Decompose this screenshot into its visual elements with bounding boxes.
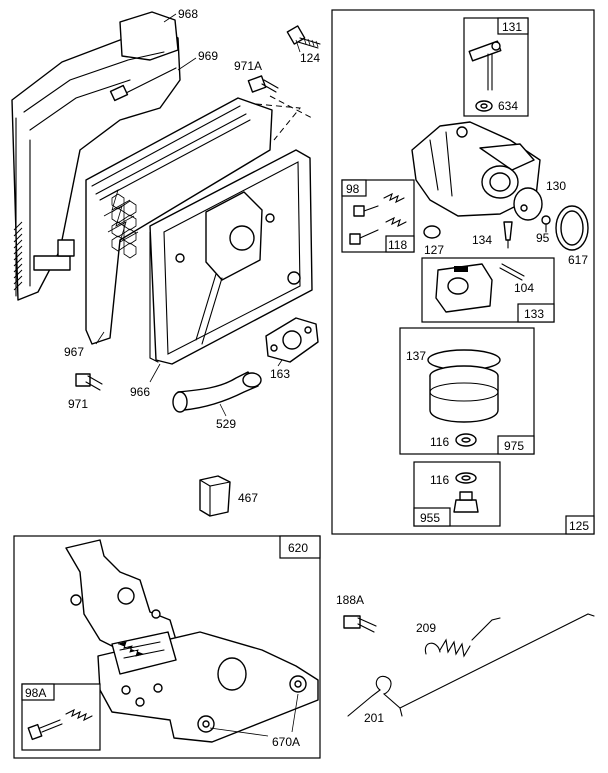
label-163: 163 (270, 367, 290, 381)
tag-box-133 (517, 303, 555, 323)
leader-670a (209, 693, 299, 737)
label-201: 201 (364, 711, 384, 725)
tag-box-98a (21, 683, 55, 701)
label-209: 209 (416, 621, 436, 635)
gasket-163-icon (265, 317, 319, 363)
label-134: 134 (472, 233, 492, 247)
screw-969-icon (109, 67, 177, 102)
label-127: 127 (424, 243, 444, 257)
label-975: 975 (504, 439, 524, 453)
label-98: 98 (346, 182, 360, 196)
bolt-188a-icon (343, 615, 377, 633)
label-116b: 116 (430, 473, 449, 487)
label-124: 124 (300, 51, 320, 65)
plate-130-icon (513, 187, 543, 221)
washer-116b-icon (455, 472, 477, 484)
washer-116a-icon (455, 433, 477, 447)
label-670a: 670A (272, 735, 300, 749)
screw-spring-98-icon (349, 192, 407, 245)
seal-634-icon (475, 100, 493, 112)
label-131: 131 (502, 20, 522, 34)
label-971a: 971A (234, 59, 262, 73)
needle-134-icon (503, 221, 513, 249)
screw-spring-98a-icon (27, 708, 93, 741)
label-971: 971 (68, 397, 88, 411)
bolt-971-icon (75, 373, 103, 391)
label-188a: 188A (336, 593, 364, 607)
tag-box-620 (279, 535, 321, 559)
tag-box-955 (413, 507, 451, 527)
leader-lines-left (95, 13, 301, 417)
oring-127-icon (423, 225, 441, 239)
label-617: 617 (568, 253, 588, 267)
tag-box-98 (341, 179, 367, 197)
tag-box-131 (497, 17, 529, 35)
pin-104-icon (499, 263, 525, 281)
choke-shaft-131-icon (468, 40, 502, 91)
spring-209-icon (424, 617, 501, 658)
label-955: 955 (420, 511, 440, 525)
label-118: 118 (388, 238, 407, 252)
label-133: 133 (524, 307, 544, 321)
air-cleaner-base (11, 11, 181, 301)
tag-box-975 (497, 435, 535, 455)
label-467: 467 (238, 491, 258, 505)
grommet-467-icon (199, 475, 231, 517)
tag-box-125 (565, 515, 595, 535)
label-969: 969 (198, 49, 218, 63)
label-620: 620 (288, 541, 308, 555)
float-133-icon (435, 263, 493, 313)
screw-95-icon (541, 215, 551, 233)
governor-link-201-icon (347, 613, 595, 717)
label-125: 125 (569, 519, 589, 533)
gasket-617-icon (555, 205, 589, 251)
label-966: 966 (130, 385, 150, 399)
air-cleaner-cover (149, 95, 313, 365)
label-137: 137 (406, 349, 426, 363)
bolt-124-icon (286, 25, 321, 49)
label-967: 967 (64, 345, 84, 359)
breather-tube-529-icon (172, 371, 262, 413)
label-968: 968 (178, 7, 198, 21)
bolt-955-icon (453, 491, 479, 513)
label-529: 529 (216, 417, 236, 431)
bowl-137-icon (427, 349, 501, 423)
label-130: 130 (546, 179, 566, 193)
bolt-971a-icon (247, 75, 279, 93)
air-filter-element (85, 97, 273, 345)
label-634: 634 (498, 99, 518, 113)
control-plate-icon (97, 631, 319, 743)
tag-box-118 (385, 235, 415, 253)
carburetor-body-icon (411, 121, 541, 217)
label-104: 104 (514, 281, 534, 295)
control-bracket-icon (65, 539, 177, 661)
label-98a: 98A (25, 686, 46, 700)
label-116a: 116 (430, 435, 449, 449)
label-95: 95 (536, 231, 550, 245)
